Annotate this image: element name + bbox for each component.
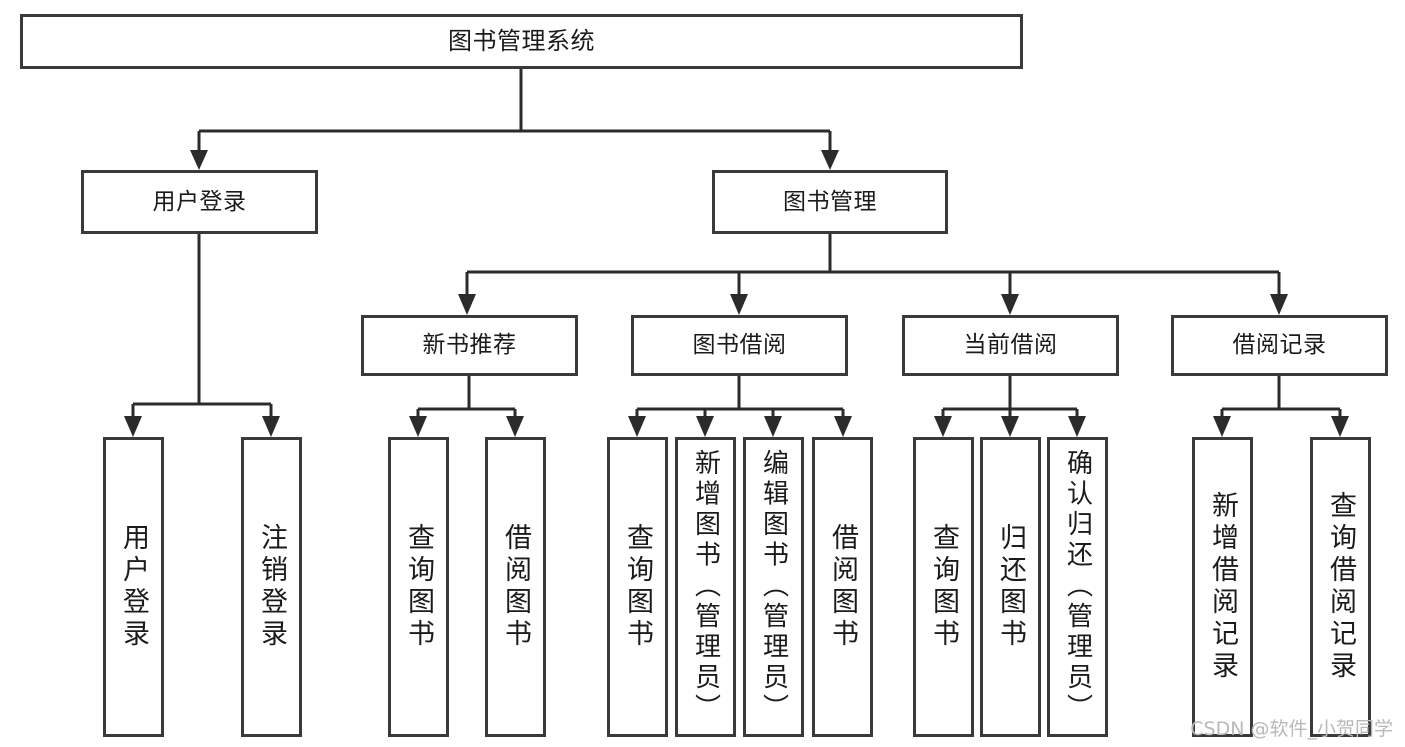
arrowhead-book-mgmt: [821, 150, 839, 170]
node-current-borrow[interactable]: 当前借阅: [902, 315, 1119, 376]
arrowhead-bb-borrow: [834, 416, 852, 437]
node-borrow-record[interactable]: 借阅记录: [1171, 315, 1388, 376]
arrowhead-leaf-logout: [262, 416, 280, 437]
node-label: 图书借阅: [692, 332, 787, 359]
leaf-user-login[interactable]: 用户登录: [103, 437, 164, 737]
node-book-management[interactable]: 图书管理: [712, 170, 948, 234]
node-label: 图书管理: [783, 188, 877, 215]
arrowhead-cb-return: [1001, 416, 1019, 437]
node-label: 用户登录: [152, 188, 247, 215]
arrowhead-current-borrow: [1001, 294, 1019, 315]
arrowhead-bb-add: [696, 416, 714, 437]
leaf-currentborrow-return-book[interactable]: 归还图书: [980, 437, 1041, 737]
leaf-borrowrecord-add-record[interactable]: 新增借阅记录: [1192, 437, 1253, 737]
node-label: 新书推荐: [422, 332, 517, 359]
node-label: 借阅图书: [827, 523, 858, 651]
node-new-book-recommend[interactable]: 新书推荐: [361, 315, 578, 376]
leaf-bookborrow-add-book[interactable]: 新增图书（管理员）: [675, 437, 736, 737]
leaf-borrowrecord-query-record[interactable]: 查询借阅记录: [1310, 437, 1371, 737]
arrowhead-borrow-record: [1270, 294, 1288, 315]
node-label: 借阅图书: [500, 523, 531, 651]
node-label: 当前借阅: [963, 332, 1058, 359]
arrowhead-cb-confirm: [1068, 416, 1086, 437]
leaf-bookborrow-query-book[interactable]: 查询图书: [607, 437, 668, 737]
leaf-newbook-borrow-book[interactable]: 借阅图书: [485, 437, 546, 737]
node-label: 查询借阅记录: [1325, 491, 1356, 683]
node-user-login[interactable]: 用户登录: [81, 170, 318, 234]
node-label: 注销登录: [256, 523, 287, 651]
node-label: 编辑图书（管理员）: [758, 449, 789, 725]
arrowhead-br-add: [1213, 416, 1231, 437]
node-label: 图书管理系统: [448, 26, 595, 55]
node-label: 用户登录: [118, 523, 149, 651]
arrowhead-bb-edit: [764, 416, 782, 437]
arrowhead-leaf-user-login: [124, 416, 142, 437]
arrowhead-br-query: [1331, 416, 1349, 437]
arrowhead-cb-query: [934, 416, 952, 437]
arrowhead-book-borrow: [730, 294, 748, 315]
node-label: 查询图书: [928, 523, 959, 651]
arrowhead-bb-query: [628, 416, 646, 437]
arrowhead-newbook-borrow: [506, 416, 524, 437]
leaf-bookborrow-edit-book[interactable]: 编辑图书（管理员）: [743, 437, 804, 737]
node-label: 归还图书: [995, 523, 1026, 651]
leaf-currentborrow-confirm-return[interactable]: 确认归还（管理员）: [1047, 437, 1108, 737]
arrowhead-newbook-query: [409, 416, 427, 437]
node-label: 新增借阅记录: [1207, 491, 1238, 683]
arrowhead-new-book: [458, 294, 476, 315]
leaf-currentborrow-query-book[interactable]: 查询图书: [913, 437, 974, 737]
node-root-system[interactable]: 图书管理系统: [20, 14, 1023, 69]
node-label: 确认归还（管理员）: [1062, 449, 1093, 725]
csdn-watermark: CSDN @软件_小贺同学: [1190, 718, 1393, 740]
node-label: 新增图书（管理员）: [690, 449, 721, 725]
node-label: 借阅记录: [1232, 332, 1327, 359]
arrowhead-user-login: [190, 150, 208, 170]
node-label: 查询图书: [622, 523, 653, 651]
leaf-bookborrow-borrow-book[interactable]: 借阅图书: [812, 437, 873, 737]
leaf-newbook-query-book[interactable]: 查询图书: [388, 437, 449, 737]
leaf-logout[interactable]: 注销登录: [241, 437, 302, 737]
node-book-borrow[interactable]: 图书借阅: [631, 315, 848, 376]
node-label: 查询图书: [403, 523, 434, 651]
